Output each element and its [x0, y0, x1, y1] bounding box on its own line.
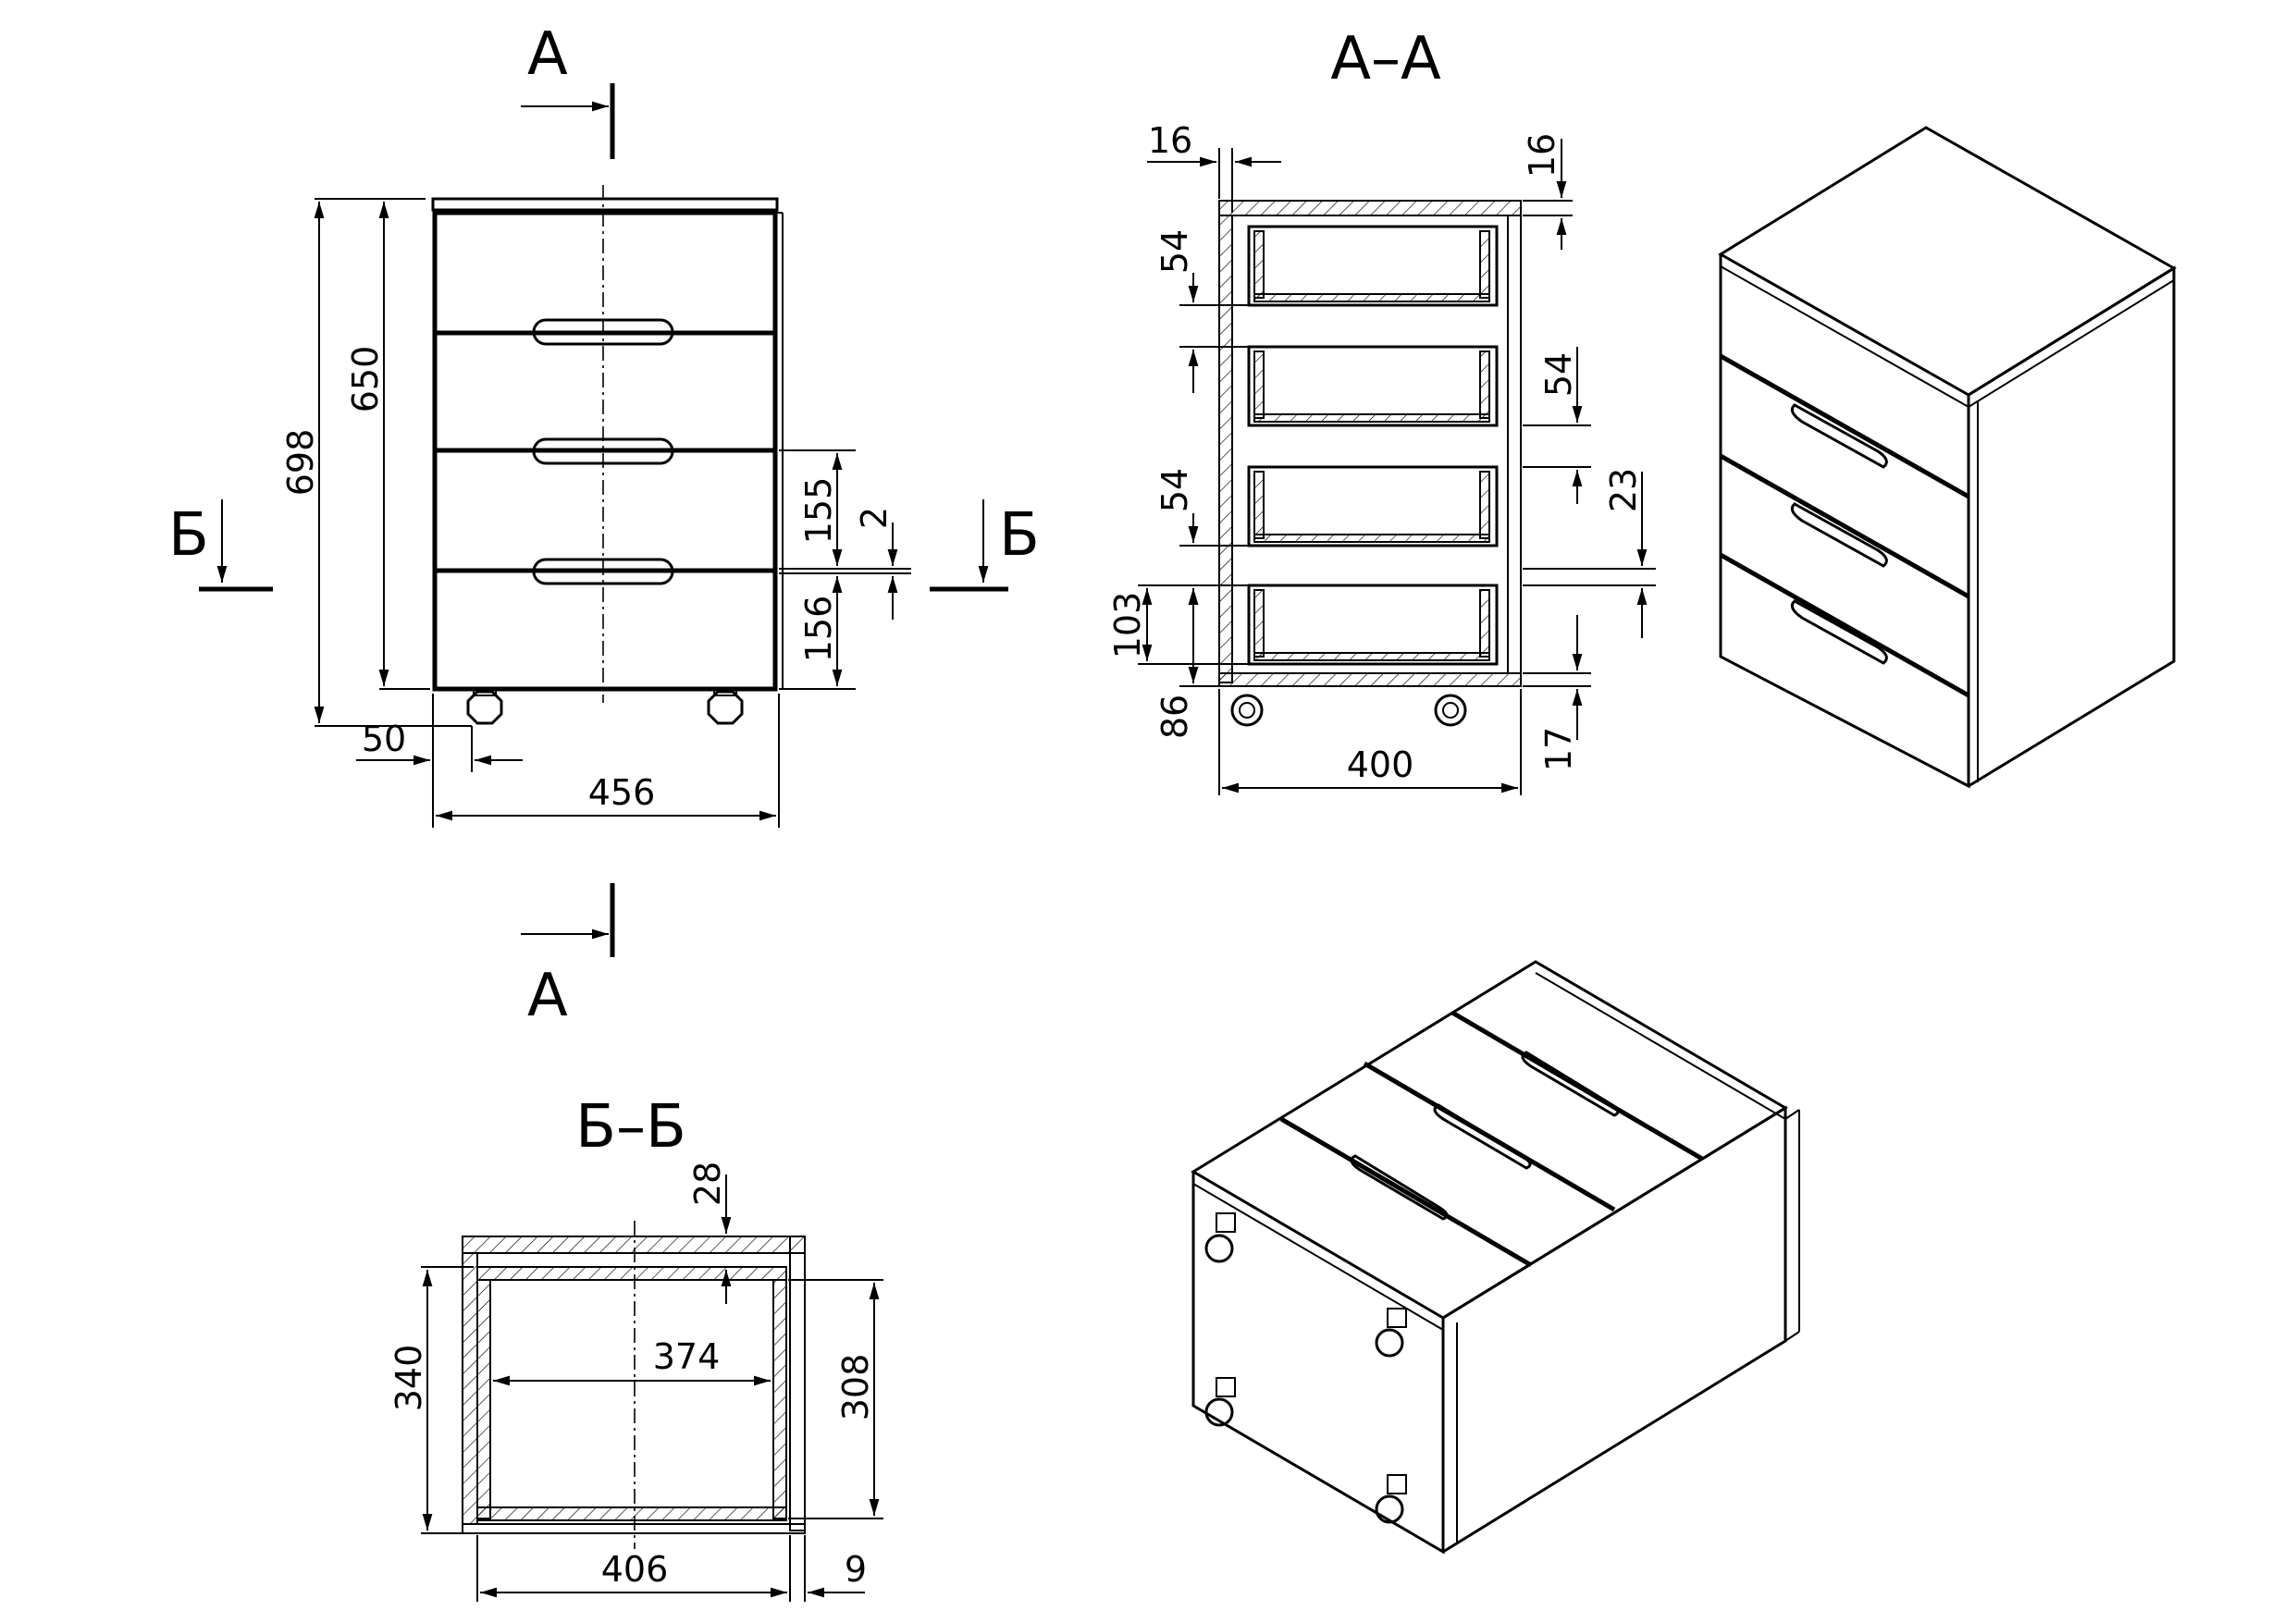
dim-456: 456: [588, 772, 656, 813]
dim-aa-16-left: 16: [1148, 120, 1192, 161]
drawer-section-3: [1247, 465, 1499, 547]
dim-bb-374: 374: [653, 1336, 721, 1377]
dim-bb-308: 308: [835, 1354, 876, 1421]
dim-650: 650: [345, 346, 386, 413]
dim-698: 698: [280, 429, 321, 497]
section-a-bottom-label: А: [527, 962, 568, 1030]
drawer-section-2: [1247, 345, 1499, 427]
drawer-section-4: [1247, 584, 1499, 666]
section-b-left-label: Б: [168, 501, 209, 570]
dim-aa-103: 103: [1107, 592, 1148, 659]
dim-bb-340: 340: [389, 1345, 429, 1412]
dim-156: 156: [798, 596, 839, 663]
dim-aa-86: 86: [1154, 695, 1195, 739]
dim-aa-23: 23: [1603, 468, 1644, 512]
dim-aa-17: 17: [1538, 727, 1579, 771]
dim-155: 155: [798, 477, 839, 545]
dim-aa-54-top: 54: [1154, 229, 1195, 274]
section-bb-title: Б–Б: [575, 1093, 686, 1162]
caster-1: [1204, 1212, 1236, 1263]
section-bb-view: Б–Б 28 340 374 308 406: [389, 1093, 883, 1602]
caster-2: [1375, 1308, 1407, 1358]
dim-aa-16-right: 16: [1522, 133, 1562, 178]
dim-aa-54-right: 54: [1538, 352, 1579, 397]
section-aa-view: А–А: [1107, 25, 1656, 795]
caster-3: [1204, 1377, 1236, 1427]
drawer-section-1: [1247, 225, 1499, 307]
isometric-view-back: [1191, 960, 1800, 1555]
dim-2: 2: [854, 507, 895, 529]
section-a-top-label: А: [527, 20, 568, 89]
dim-50: 50: [362, 719, 406, 759]
dim-bb-28: 28: [687, 1162, 728, 1206]
front-view: А А Б Б 698 650 155 156 2: [168, 20, 1040, 1030]
caster-4: [1375, 1474, 1407, 1524]
section-aa-title: А–А: [1330, 25, 1441, 93]
dim-bb-9: 9: [845, 1549, 867, 1590]
dim-bb-406: 406: [601, 1549, 669, 1590]
section-b-right-label: Б: [999, 501, 1040, 570]
isometric-view-front: [1718, 126, 2177, 789]
dim-aa-400: 400: [1347, 744, 1414, 785]
dim-aa-54-lower: 54: [1154, 468, 1195, 512]
